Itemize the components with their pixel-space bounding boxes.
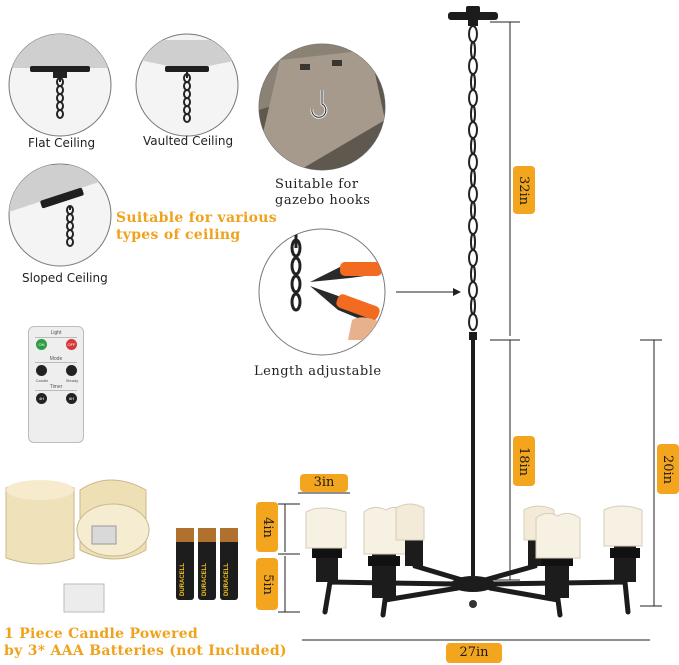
remote-control: Light ON OFF Mode Candle Steady Timer 4H… [28,326,84,443]
dimension-lines [278,21,662,641]
vaulted-ceiling-illustration [135,33,239,137]
battery-note: 1 Piece Candle Powered by 3* AAA Batteri… [4,626,287,659]
battery-brand-1: DURACELL [180,563,186,596]
remote-steady-button[interactable] [66,365,77,376]
remote-steady-label: Steady [65,378,79,383]
various-ceiling-note: Suitable for various types of ceiling [116,210,277,243]
sloped-ceiling-label: Sloped Ceiling [22,271,108,285]
remote-off-button[interactable]: OFF [66,339,77,350]
remote-mode-label: Mode [49,356,63,362]
gazebo-caption: Suitable for gazebo hooks [275,177,371,208]
remote-candle-button[interactable] [36,365,47,376]
remote-on-button[interactable]: ON [36,339,47,350]
cup-height-badge: 5in [256,558,278,610]
chandelier-drawing [305,6,643,618]
candle-width-badge: 3in [300,474,348,492]
length-adjustable-caption: Length adjustable [254,364,382,379]
chain-length-badge: 32in [513,166,535,214]
battery-brand-2: DURACELL [202,563,208,596]
length-adjust-photo [258,228,386,356]
remote-timer-label: Timer [49,384,63,390]
gazebo-hook-photo [258,43,386,171]
flat-ceiling-illustration [8,33,112,137]
remote-timer-8h-button[interactable]: 8H [66,393,77,404]
battery-candle-photo [5,479,238,613]
width-badge: 27in [446,643,502,663]
total-height-badge: 20in [657,444,679,494]
remote-candle-label: Candle [35,378,49,383]
remote-light-label: Light [50,330,62,336]
rod-length-badge: 18in [513,436,535,486]
vaulted-ceiling-label: Vaulted Ceiling [143,134,234,148]
flat-ceiling-label: Flat Ceiling [28,136,96,150]
sloped-ceiling-illustration [8,163,112,267]
battery-brand-3: DURACELL [224,563,230,596]
candle-height-badge: 4in [256,502,278,552]
remote-timer-4h-button[interactable]: 4H [36,393,47,404]
